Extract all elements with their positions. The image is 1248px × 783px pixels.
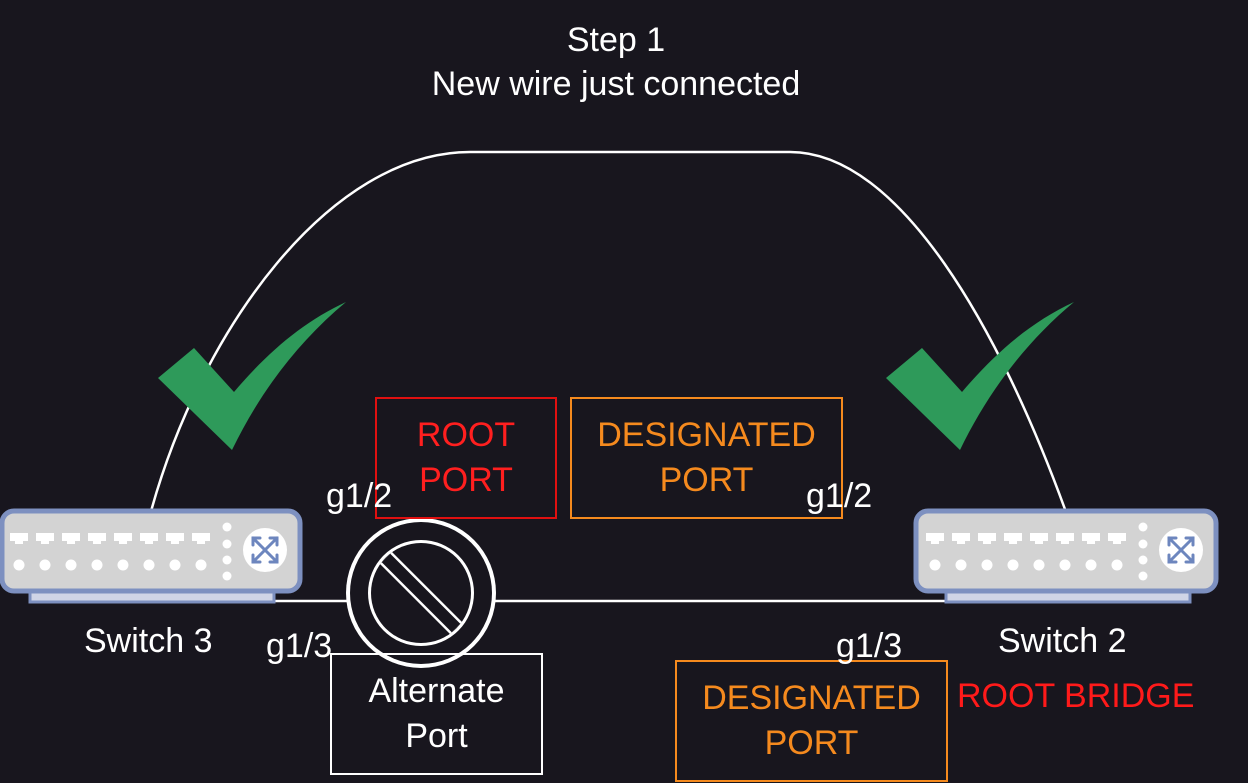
port-label-switch3-g1-2: g1/2	[326, 477, 393, 515]
wire-top	[148, 150, 1068, 516]
designated-port-top-label-line2: PORT	[659, 461, 754, 499]
diagram-title-line1: Step 1	[566, 21, 666, 59]
designated-port-top-label-line1: DESIGNATED	[597, 416, 816, 454]
root-bridge-label: ROOT BRIDGE	[957, 677, 1195, 715]
root-port-label-line1: ROOT	[416, 416, 516, 454]
switch-2-label: Switch 2	[998, 622, 1127, 660]
green-checkmark-icon-left	[158, 302, 346, 450]
designated-port-bottom-label-line2: PORT	[764, 724, 859, 762]
port-label-switch3-g1-3: g1/3	[266, 627, 333, 665]
root-port-label-line2: PORT	[419, 461, 513, 499]
switch-2-icon	[913, 508, 1219, 604]
diagram-title-line2: New wire just connected	[431, 65, 801, 103]
designated-port-box-top: DESIGNATED PORT	[570, 397, 843, 519]
designated-port-bottom-label-line1: DESIGNATED	[702, 679, 921, 717]
switch-3-label: Switch 3	[84, 622, 213, 660]
root-port-box: ROOT PORT	[375, 397, 557, 519]
alternate-port-box: Alternate Port	[330, 653, 543, 775]
port-label-switch2-g1-3: g1/3	[836, 627, 903, 665]
port-label-switch2-g1-2: g1/2	[806, 477, 873, 515]
green-checkmark-icon-right	[886, 302, 1074, 450]
switch-3-icon	[0, 508, 303, 604]
alternate-port-label-line2: Port	[405, 717, 468, 755]
designated-port-box-bottom: DESIGNATED PORT	[675, 660, 948, 782]
alternate-port-label-line1: Alternate	[368, 672, 505, 710]
blocked-port-icon	[346, 518, 496, 668]
